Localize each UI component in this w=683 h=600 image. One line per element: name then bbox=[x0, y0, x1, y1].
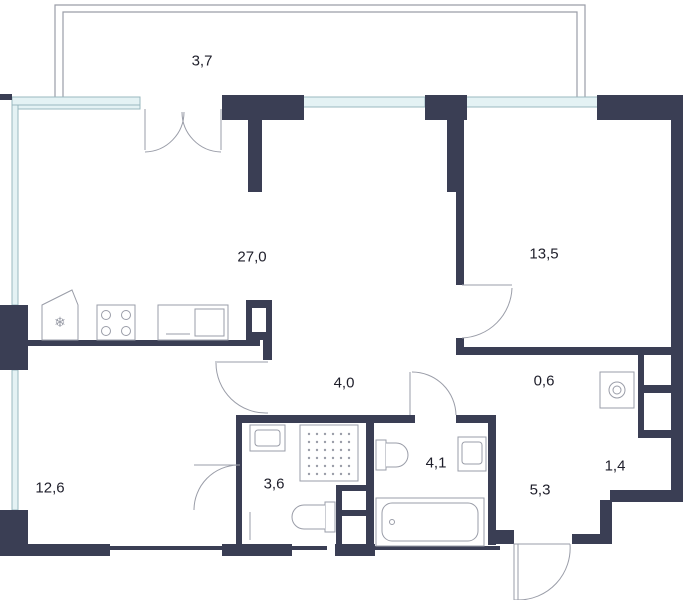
shower-dot bbox=[315, 432, 319, 436]
shower-dot bbox=[347, 472, 351, 476]
bathtub-icon bbox=[375, 497, 485, 547]
shower-dot bbox=[323, 464, 327, 468]
shower-dot bbox=[331, 456, 335, 460]
shower-dot bbox=[347, 432, 351, 436]
shower-grid bbox=[307, 432, 351, 476]
bath-1-area-label: 3,6 bbox=[263, 475, 285, 493]
balcony-area-label: 3,7 bbox=[191, 52, 213, 70]
toilet-icon bbox=[291, 501, 336, 533]
hallway-area-label: 4,0 bbox=[333, 374, 355, 392]
shower-dot bbox=[331, 464, 335, 468]
shower-dot bbox=[347, 456, 351, 460]
storage-area-label: 1,4 bbox=[604, 457, 626, 475]
svg-text:❄: ❄ bbox=[54, 315, 66, 331]
washbasin-icon bbox=[457, 436, 487, 472]
shower-dot bbox=[307, 472, 311, 476]
shower-dot bbox=[339, 432, 343, 436]
shower-dot bbox=[307, 464, 311, 468]
shower-dot bbox=[331, 448, 335, 452]
doors bbox=[144, 109, 571, 600]
toilet-icon bbox=[375, 439, 409, 471]
shower-dot bbox=[315, 440, 319, 444]
shower-dot bbox=[331, 440, 335, 444]
shower-dot bbox=[339, 472, 343, 476]
shower-dot bbox=[339, 448, 343, 452]
entry-area-label: 5,3 bbox=[529, 481, 551, 499]
shower-dot bbox=[347, 440, 351, 444]
walls bbox=[0, 94, 683, 556]
shower-dot bbox=[315, 472, 319, 476]
shower-dot bbox=[315, 448, 319, 452]
closet-area-label: 0,6 bbox=[533, 372, 555, 390]
stove-icon bbox=[96, 304, 136, 341]
shower-dot bbox=[323, 456, 327, 460]
sink-icon bbox=[157, 304, 229, 341]
shower-dot bbox=[315, 464, 319, 468]
shower-dot bbox=[323, 432, 327, 436]
shower-dot bbox=[339, 456, 343, 460]
windows bbox=[11, 96, 599, 511]
shower-dot bbox=[347, 464, 351, 468]
shower-dot bbox=[307, 440, 311, 444]
shower-dot bbox=[347, 448, 351, 452]
boiler-icon bbox=[599, 371, 635, 409]
shower-dot bbox=[331, 472, 335, 476]
washbasin-icon bbox=[249, 424, 286, 452]
shower-dot bbox=[323, 440, 327, 444]
shower-dot bbox=[323, 448, 327, 452]
living-area-label: 27,0 bbox=[237, 248, 267, 266]
shower-dot bbox=[307, 432, 311, 436]
balcony-outline bbox=[54, 4, 586, 97]
shower-dot bbox=[307, 456, 311, 460]
shower-dot bbox=[331, 432, 335, 436]
bedroom-1-area-label: 13,5 bbox=[529, 245, 559, 263]
bedroom-2-area-label: 12,6 bbox=[35, 479, 65, 497]
fridge-icon: ❄ bbox=[41, 289, 79, 341]
shower-dot bbox=[339, 440, 343, 444]
shower-dot bbox=[315, 456, 319, 460]
bath-2-area-label: 4,1 bbox=[425, 454, 447, 472]
shower-dot bbox=[307, 448, 311, 452]
shower-dot bbox=[323, 472, 327, 476]
shower-dot bbox=[339, 464, 343, 468]
